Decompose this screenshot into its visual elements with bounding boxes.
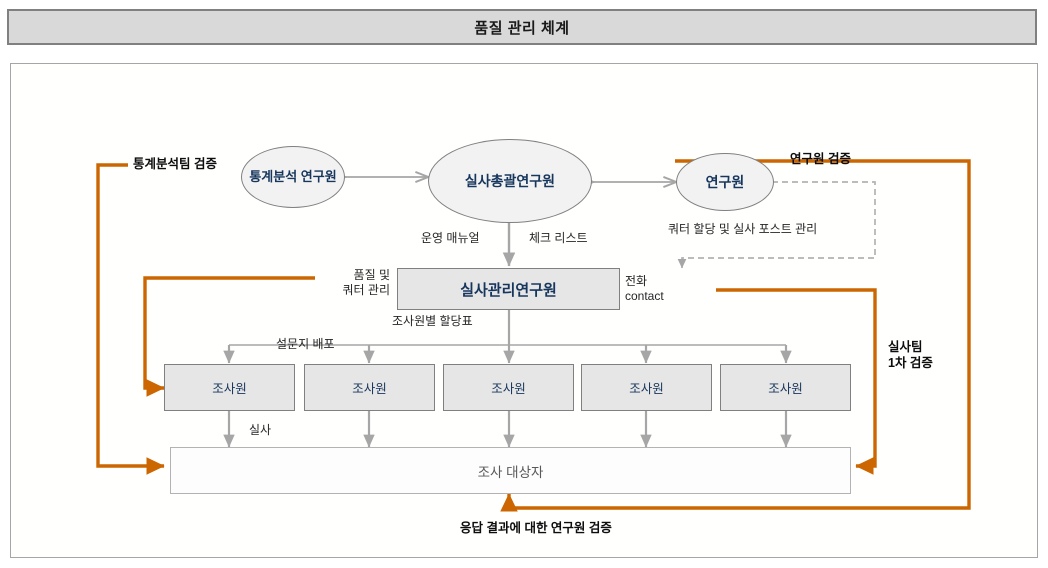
node-surveyor-1[interactable]: 조사원 <box>164 364 295 411</box>
node-field-chief-researcher-label: 실사총괄연구원 <box>464 172 556 189</box>
label-surveyor-allocation-table: 조사원별 할당표 <box>392 314 473 328</box>
label-stat-team-verification: 통계분석팀 검증 <box>133 157 217 171</box>
node-surveyor-5-label: 조사원 <box>768 382 803 396</box>
node-surveyor-4-label: 조사원 <box>629 382 664 396</box>
label-researcher-verification: 연구원 검증 <box>790 152 851 166</box>
label-phone-contact: 전화 contact <box>625 274 664 303</box>
node-surveyor-2[interactable]: 조사원 <box>304 364 435 411</box>
node-surveyor-1-label: 조사원 <box>212 382 247 396</box>
node-surveyor-3-label: 조사원 <box>491 382 526 396</box>
node-stat-researcher-label: 통계분석 연구원 <box>249 168 337 184</box>
label-questionnaire-distribution: 설문지 배포 <box>276 337 335 351</box>
label-operation-manual: 운영 매뉴얼 <box>421 231 480 245</box>
label-field-team-first-verification: 실사팀 1차 검증 <box>888 340 933 370</box>
label-field-survey: 실사 <box>249 423 272 437</box>
node-survey-target-label: 조사 대상자 <box>477 464 544 480</box>
label-check-list: 체크 리스트 <box>529 231 588 245</box>
node-surveyor-5[interactable]: 조사원 <box>720 364 851 411</box>
label-quota-allocation-post-management: 쿼터 할당 및 실사 포스트 관리 <box>668 222 818 236</box>
node-survey-target[interactable]: 조사 대상자 <box>170 447 851 494</box>
node-field-chief-researcher[interactable]: 실사총괄연구원 <box>428 139 592 223</box>
node-field-manage-researcher-label: 실사관리연구원 <box>460 281 557 299</box>
page-title: 품질 관리 체계 <box>474 19 570 37</box>
node-stat-researcher[interactable]: 통계분석 연구원 <box>241 146 345 208</box>
label-researcher-verification-of-responses: 응답 결과에 대한 연구원 검증 <box>460 521 612 535</box>
node-surveyor-4[interactable]: 조사원 <box>581 364 712 411</box>
diagram-title-bar: 품질 관리 체계 <box>7 9 1037 45</box>
label-quality-and-quota-management: 품질 및 쿼터 관리 <box>342 268 391 297</box>
node-researcher-label: 연구원 <box>705 173 745 190</box>
node-surveyor-3[interactable]: 조사원 <box>443 364 574 411</box>
node-surveyor-2-label: 조사원 <box>352 382 387 396</box>
node-field-manage-researcher[interactable]: 실사관리연구원 <box>397 268 620 310</box>
node-researcher[interactable]: 연구원 <box>676 153 774 211</box>
